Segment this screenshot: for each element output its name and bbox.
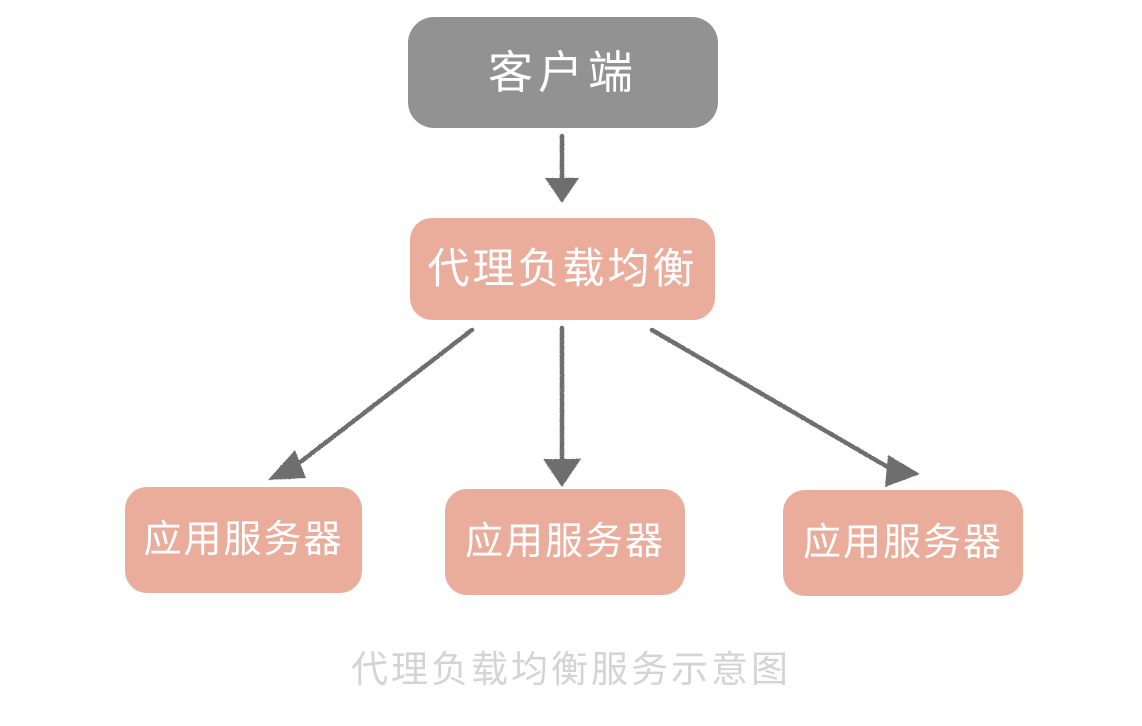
node-app-server-3[interactable]: 应用服务器: [783, 490, 1023, 596]
node-app-server-3-label: 应用服务器: [802, 522, 1003, 564]
node-client[interactable]: 客户端: [408, 17, 718, 128]
diagram-caption: 代理负载均衡服务示意图: [351, 649, 791, 690]
node-app-server-2[interactable]: 应用服务器: [445, 489, 685, 595]
node-app-server-1[interactable]: 应用服务器: [125, 487, 362, 593]
edge-balancer-to-server3: [649, 327, 920, 487]
node-proxy-load-balancer[interactable]: 代理负载均衡: [410, 218, 715, 320]
edge-balancer-to-server1: [268, 327, 475, 480]
edge-balancer-to-server2: [543, 325, 581, 487]
node-proxy-load-balancer-label: 代理负载均衡: [427, 245, 698, 292]
edge-client-to-balancer: [545, 133, 579, 203]
node-app-server-2-label: 应用服务器: [464, 521, 665, 563]
node-app-server-1-label: 应用服务器: [143, 519, 344, 561]
node-client-label: 客户端: [487, 47, 638, 98]
